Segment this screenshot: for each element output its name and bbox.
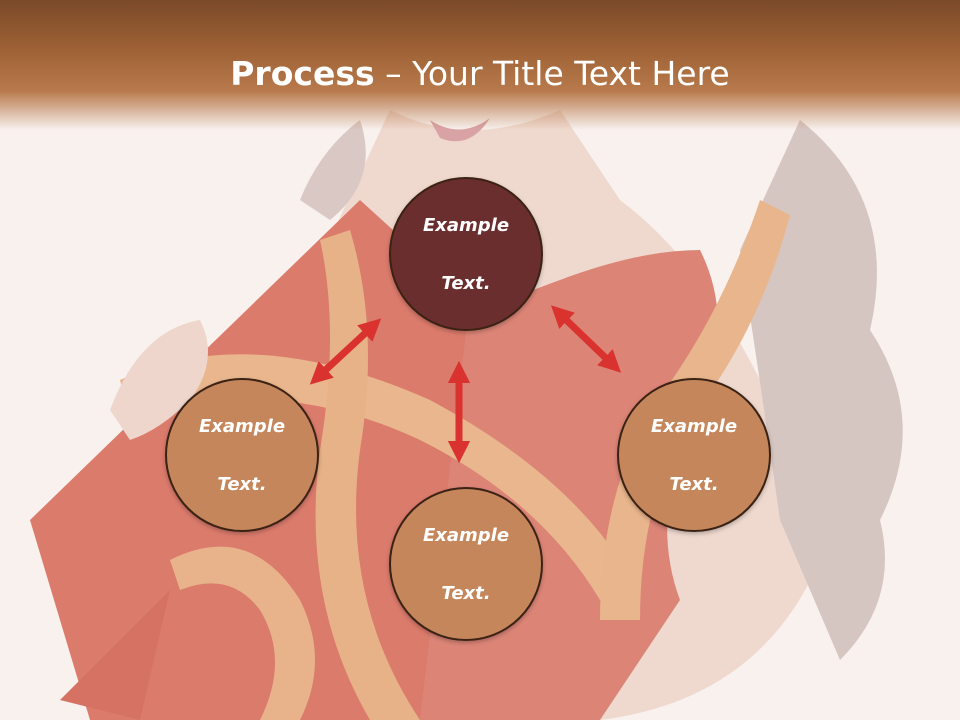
node-bottom-line1: Example (422, 524, 510, 546)
title-bold: Process (230, 54, 375, 93)
node-bottom-line2: Text. (441, 582, 491, 604)
slide-title[interactable]: Process – Your Title Text Here (0, 48, 960, 100)
node-right-line1: Example (650, 415, 738, 437)
title-rest: Your Title Text Here (412, 54, 730, 93)
node-top-line1: Example (422, 214, 510, 236)
arrow-top-left (309, 318, 382, 385)
node-right-line2: Text. (669, 473, 719, 495)
title-dash: – (374, 54, 413, 93)
node-left-line2: Text. (217, 473, 267, 495)
title-bar (0, 0, 960, 130)
node-top-line2: Text. (441, 272, 491, 294)
node-left-line1: Example (198, 415, 286, 437)
arrow-top-right (550, 305, 622, 373)
